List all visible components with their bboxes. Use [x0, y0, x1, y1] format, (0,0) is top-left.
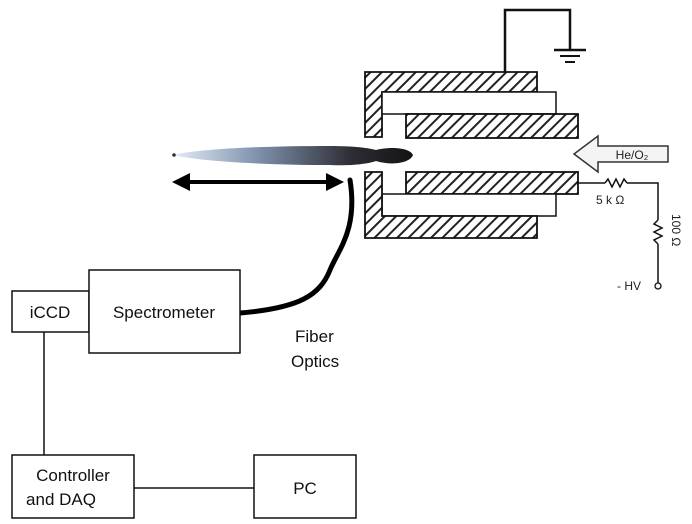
inner-electrode-bottom: [405, 171, 579, 195]
electrode-assembly: [364, 71, 579, 239]
inner-tube-top: [381, 91, 557, 115]
resistor-100-icon: [652, 219, 664, 245]
iccd-box: iCCD: [11, 290, 90, 333]
fiber-label-line1: Fiber: [295, 327, 334, 346]
hv-terminal: [654, 282, 662, 290]
inner-tube-bottom: [381, 193, 557, 217]
scan-direction-arrow: [172, 173, 344, 191]
ground-icon: [554, 48, 586, 63]
gas-inlet-arrow: He/O₂: [572, 134, 669, 174]
hv-circuit: 5 k Ω 100 Ω - HV: [578, 177, 683, 293]
iccd-label: iCCD: [30, 303, 71, 322]
resistor-5k-label: 5 k Ω: [596, 193, 624, 207]
pc-box: PC: [253, 454, 357, 519]
resistor-100-label: 100 Ω: [669, 214, 683, 246]
resistor-5k-icon: [604, 177, 628, 189]
fiber-label-line2: Optics: [291, 352, 339, 371]
plasma-plume: [172, 146, 413, 166]
controller-label-line1: Controller: [36, 466, 110, 485]
fiber-optic-cable: Fiber Optics: [237, 177, 355, 371]
inner-electrode-top: [405, 113, 579, 139]
spectrometer-box: Spectrometer: [88, 269, 241, 354]
spectrometer-label: Spectrometer: [113, 303, 215, 322]
controller-daq-box: Controller and DAQ: [11, 454, 135, 519]
pc-label: PC: [293, 479, 317, 498]
gas-label: He/O₂: [616, 148, 649, 162]
outer-electrode-bottom: [364, 171, 538, 239]
ground-connection: [503, 8, 586, 74]
controller-label-line2: and DAQ: [26, 490, 96, 509]
hv-label: - HV: [617, 279, 641, 293]
